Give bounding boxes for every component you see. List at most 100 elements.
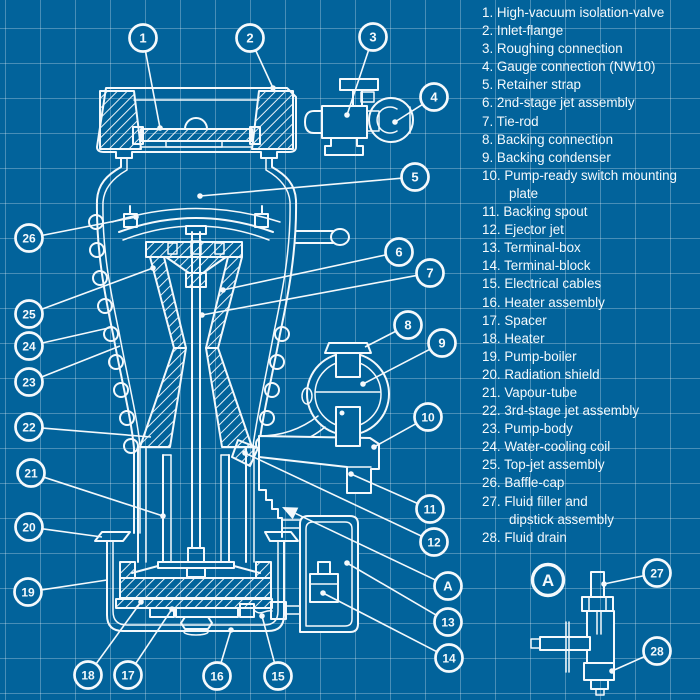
detail-a-drawing bbox=[530, 571, 615, 696]
callout-11: 11 bbox=[348, 471, 445, 524]
svg-text:A: A bbox=[542, 571, 554, 590]
legend-line: 26. Baffle-cap bbox=[482, 475, 565, 491]
legend-line: 10. Pump-ready switch mounting bbox=[482, 167, 678, 183]
svg-text:15: 15 bbox=[271, 670, 285, 684]
legend-line: 18. Heater bbox=[482, 330, 545, 346]
svg-text:19: 19 bbox=[21, 586, 35, 600]
legend-line: 2. Inlet-flange bbox=[482, 23, 564, 39]
callout-28: 28 bbox=[609, 636, 672, 674]
boiler-drawing bbox=[94, 531, 303, 636]
legend-line: 11. Backing spout bbox=[482, 204, 588, 220]
legend-line: 7. Tie-rod bbox=[482, 113, 539, 129]
callout-6: 6 bbox=[220, 237, 414, 293]
legend-line: 22. 3rd-stage jet assembly bbox=[482, 403, 640, 419]
pump-cross-section bbox=[88, 78, 615, 696]
legend-line: 6. 2nd-stage jet assembly bbox=[482, 95, 635, 111]
svg-text:27: 27 bbox=[650, 567, 664, 581]
callout-12: 12 bbox=[242, 450, 449, 557]
legend-line: 25. Top-jet assembly bbox=[482, 457, 605, 473]
callout-7: 7 bbox=[199, 258, 445, 318]
svg-text:26: 26 bbox=[22, 232, 36, 246]
svg-text:16: 16 bbox=[210, 670, 224, 684]
callout-23: 23 bbox=[14, 345, 121, 397]
svg-text:20: 20 bbox=[22, 521, 36, 535]
callout-16: 16 bbox=[202, 627, 234, 691]
svg-text:14: 14 bbox=[442, 652, 456, 666]
svg-text:13: 13 bbox=[441, 616, 455, 630]
callout-21: 21 bbox=[16, 458, 166, 519]
svg-text:10: 10 bbox=[421, 411, 435, 425]
legend-line: 16. Heater assembly bbox=[482, 294, 605, 310]
legend-line: 17. Spacer bbox=[482, 312, 547, 328]
condenser-drawing bbox=[258, 342, 390, 494]
svg-text:A: A bbox=[443, 579, 453, 594]
svg-text:24: 24 bbox=[22, 340, 36, 354]
legend-line: 21. Vapour-tube bbox=[482, 384, 578, 400]
callout-27: 27 bbox=[601, 558, 672, 588]
callout-4: 4 bbox=[392, 82, 449, 125]
legend-line: 4. Gauge connection (NW10) bbox=[482, 59, 656, 75]
callout-10: 10 bbox=[371, 402, 443, 450]
callout-19: 19 bbox=[13, 577, 108, 607]
callout-22: 22 bbox=[14, 412, 152, 442]
callout-5: 5 bbox=[197, 162, 430, 199]
legend-line: 14. Terminal-block bbox=[482, 258, 591, 274]
detail-view-label: A bbox=[530, 562, 566, 598]
callout-1: 1 bbox=[128, 23, 163, 131]
svg-text:18: 18 bbox=[81, 669, 95, 683]
legend-line: 13. Terminal-box bbox=[482, 240, 581, 256]
callout-20: 20 bbox=[14, 512, 103, 542]
callout-15: 15 bbox=[259, 613, 293, 691]
svg-text:7: 7 bbox=[426, 266, 433, 281]
svg-text:22: 22 bbox=[22, 421, 36, 435]
svg-text:12: 12 bbox=[427, 536, 441, 550]
svg-text:3: 3 bbox=[369, 30, 376, 45]
callout-9: 9 bbox=[360, 328, 457, 387]
callout-25: 25 bbox=[14, 265, 156, 329]
svg-text:11: 11 bbox=[424, 503, 437, 517]
callout-18: 18 bbox=[73, 599, 144, 690]
callout-26: 26 bbox=[14, 214, 139, 253]
callout-8: 8 bbox=[364, 310, 423, 348]
svg-text:6: 6 bbox=[395, 245, 402, 260]
legend-line: 8. Backing connection bbox=[482, 131, 614, 147]
svg-text:4: 4 bbox=[430, 90, 438, 105]
legend-line: 19. Pump-boiler bbox=[482, 348, 577, 364]
svg-text:5: 5 bbox=[411, 170, 418, 185]
legend-line: 5. Retainer strap bbox=[482, 77, 581, 93]
callout-A: A bbox=[282, 507, 463, 601]
legend-line: 15. Electrical cables bbox=[482, 276, 602, 292]
legend-line: plate bbox=[509, 185, 539, 201]
jet-assembly-drawing bbox=[111, 205, 281, 578]
callout-14: 14 bbox=[320, 590, 464, 673]
callout-2: 2 bbox=[235, 23, 276, 91]
legend-line: 24. Water-cooling coil bbox=[482, 439, 611, 455]
legend-line: 9. Backing condenser bbox=[482, 149, 611, 165]
svg-text:21: 21 bbox=[24, 467, 38, 481]
svg-text:17: 17 bbox=[121, 669, 135, 683]
svg-text:8: 8 bbox=[404, 318, 411, 333]
legend-line: 28. Fluid drain bbox=[482, 529, 567, 545]
svg-text:9: 9 bbox=[438, 336, 445, 351]
svg-text:23: 23 bbox=[22, 376, 36, 390]
callout-24: 24 bbox=[14, 326, 114, 361]
parts-legend: 1. High-vacuum isolation-valve 2. Inlet-f… bbox=[482, 4, 698, 547]
legend-line: 27. Fluid filler and bbox=[482, 493, 588, 509]
legend-line: 23. Pump-body bbox=[482, 421, 573, 437]
legend-line: 12. Ejector jet bbox=[482, 222, 564, 238]
callout-3: 3 bbox=[344, 22, 388, 118]
inlet-flange-drawing bbox=[96, 87, 297, 159]
legend-line: 3. Roughing connection bbox=[482, 41, 623, 57]
svg-text:2: 2 bbox=[246, 31, 253, 46]
legend-line: dipstick assembly bbox=[509, 511, 614, 527]
legend-line: 1. High-vacuum isolation-valve bbox=[482, 5, 665, 20]
callout-17: 17 bbox=[113, 606, 175, 690]
svg-text:1: 1 bbox=[139, 31, 146, 46]
roughing-valve-drawing bbox=[304, 78, 414, 156]
callout-13: 13 bbox=[344, 560, 463, 637]
svg-text:25: 25 bbox=[22, 308, 36, 322]
svg-text:28: 28 bbox=[650, 645, 664, 659]
